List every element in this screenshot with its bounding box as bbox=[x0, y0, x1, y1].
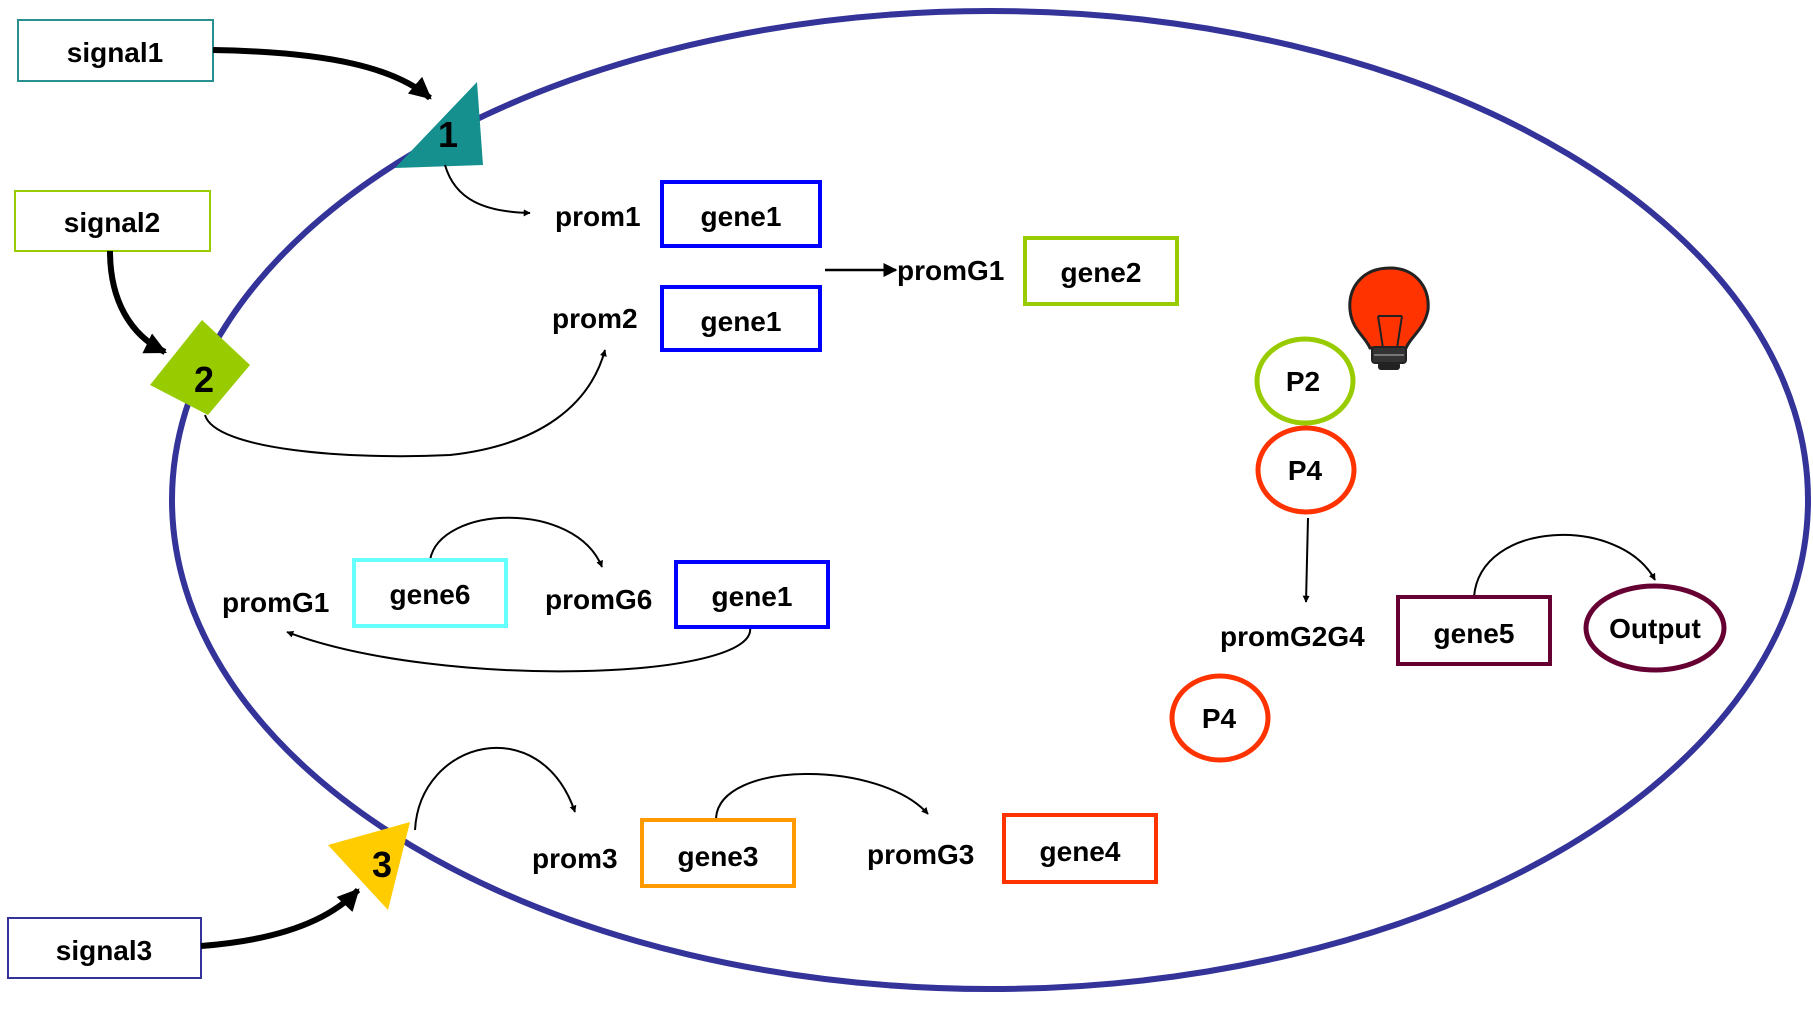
gene-box-gene5: gene5 bbox=[1396, 595, 1552, 666]
promoter-promG2G4: promG2G4 bbox=[1220, 621, 1365, 652]
gene-box-gene1-c: gene1 bbox=[674, 560, 830, 629]
protein-p2: P2 bbox=[1254, 336, 1356, 426]
gene-label: gene6 bbox=[390, 579, 471, 610]
receptor-1-label: 1 bbox=[438, 114, 458, 155]
signal3-box: signal3 bbox=[7, 917, 202, 979]
output-node: Output bbox=[1583, 583, 1727, 673]
gene-box-gene3: gene3 bbox=[640, 818, 796, 888]
receptor-2: 2 bbox=[150, 320, 250, 415]
protein-label: P4 bbox=[1202, 703, 1237, 734]
receptor-3: 3 bbox=[328, 822, 410, 910]
p4-to-promG2G4-arrow bbox=[1302, 517, 1310, 603]
signal3-arrow bbox=[200, 887, 361, 949]
gene-label: gene2 bbox=[1061, 257, 1142, 288]
signal2-box: signal2 bbox=[14, 190, 211, 252]
signal1-box: signal1 bbox=[17, 19, 214, 82]
signal1-arrow bbox=[212, 47, 432, 101]
signal1-label: signal1 bbox=[67, 37, 163, 68]
gene-label: gene1 bbox=[701, 201, 782, 232]
receptor1-to-prom1-arrow bbox=[444, 164, 531, 217]
receptor-2-label: 2 bbox=[194, 359, 214, 400]
gene1-to-promG1-feedback-arrow bbox=[286, 626, 752, 673]
gene5-to-output-arrow bbox=[1473, 533, 1656, 598]
cell-membrane bbox=[169, 8, 1811, 992]
signal2-label: signal2 bbox=[64, 207, 160, 238]
light-bulb-icon bbox=[1348, 266, 1430, 370]
gene-box-gene2: gene2 bbox=[1023, 236, 1179, 306]
promoter-prom3: prom3 bbox=[532, 843, 618, 874]
protein-p4-b: P4 bbox=[1169, 673, 1271, 763]
protein-label: P4 bbox=[1288, 455, 1323, 486]
promoter-promG1-top: promG1 bbox=[897, 255, 1004, 286]
promoter-prom2: prom2 bbox=[552, 303, 638, 334]
promoter-promG3: promG3 bbox=[867, 839, 974, 870]
gene-box-gene1-a: gene1 bbox=[660, 180, 822, 248]
gene6-to-promG6-arrow bbox=[429, 516, 603, 568]
gene-box-gene4: gene4 bbox=[1002, 813, 1158, 884]
gene-label: gene4 bbox=[1040, 836, 1121, 867]
signal2-arrow bbox=[107, 250, 167, 355]
gene3-to-promG3-arrow bbox=[715, 773, 929, 819]
gene-box-gene6: gene6 bbox=[352, 558, 508, 628]
promoter-promG1-mid: promG1 bbox=[222, 587, 329, 618]
output-label: Output bbox=[1609, 613, 1701, 644]
promoter-promG6: promG6 bbox=[545, 584, 652, 615]
protein-label: P2 bbox=[1286, 366, 1320, 397]
gene-label: gene1 bbox=[712, 581, 793, 612]
receptor3-to-prom3-arrow bbox=[414, 746, 577, 831]
protein-p4-a: P4 bbox=[1255, 425, 1357, 515]
receptor-3-label: 3 bbox=[372, 844, 392, 885]
receptor2-to-prom2-arrow bbox=[204, 349, 607, 458]
promoter-prom1: prom1 bbox=[555, 201, 641, 232]
receptor-1: 1 bbox=[395, 82, 483, 168]
gene-label: gene5 bbox=[1434, 618, 1515, 649]
gene-box-gene1-b: gene1 bbox=[660, 285, 822, 352]
gene-label: gene1 bbox=[701, 306, 782, 337]
gene-label: gene3 bbox=[678, 841, 759, 872]
signal3-label: signal3 bbox=[56, 935, 152, 966]
